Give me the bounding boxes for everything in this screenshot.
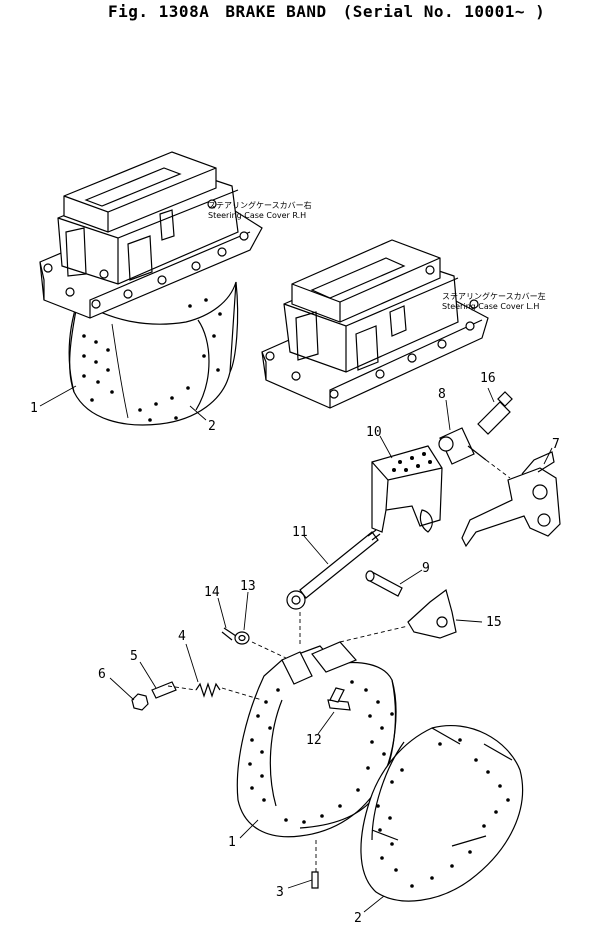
caption-cover-rh-en: Steering Case Cover R.H (208, 211, 306, 220)
callout-15: 15 (486, 615, 502, 630)
part-13-washer (234, 631, 250, 645)
callout-12: 12 (306, 733, 322, 748)
part-14-split-pin (221, 627, 237, 641)
steering-case-cover-lh (261, 239, 489, 409)
callout-2-lower: 2 (354, 911, 362, 925)
part-16-pin (477, 391, 513, 435)
leader-lines (39, 385, 553, 913)
part-5-bolt (151, 681, 177, 699)
part-6-nut (131, 693, 149, 711)
cover-rh-bolts (43, 199, 249, 309)
part-8-nut (438, 427, 487, 465)
figure-name: BRAKE BAND (225, 2, 327, 21)
brake-band-lower-1 (236, 641, 397, 838)
callout-10: 10 (366, 425, 382, 440)
callout-14: 14 (204, 585, 220, 600)
part-9-pin (365, 570, 403, 597)
callout-6: 6 (98, 667, 106, 682)
part-12-pin (327, 687, 351, 711)
callout-4: 4 (178, 629, 186, 644)
part-10-holes (392, 452, 432, 472)
brake-band-lower-2 (360, 724, 524, 902)
callout-1-upper: 1 (30, 401, 38, 416)
part-11-rod (286, 529, 381, 610)
band-upper-holes (82, 298, 222, 422)
serial-range: (Serial No. 10001~ ) (342, 2, 546, 21)
caption-cover-rh-jp: ステアリングケースカバー右 (208, 200, 312, 210)
callout-13: 13 (240, 579, 256, 594)
part-10-bracket (371, 445, 443, 533)
caption-cover-lh-en: Steering Case Cover L.H (442, 302, 539, 311)
callout-2-upper: 2 (208, 419, 216, 434)
figure-title: Fig. 1308A BRAKE BAND (Serial No. 10001~ ) (108, 2, 545, 21)
steering-case-cover-rh (39, 151, 263, 426)
part-15-cam (407, 588, 457, 639)
callout-numbers: 1 2 16 8 10 7 11 9 14 13 15 4 5 6 12 1 3… (30, 371, 560, 925)
callout-16: 16 (480, 371, 496, 386)
callout-1-lower: 1 (228, 835, 236, 850)
figure-number: Fig. 1308A (108, 2, 210, 21)
callout-7: 7 (552, 437, 560, 452)
part-3-bolt (311, 871, 319, 889)
band-lower-1-holes (248, 680, 394, 824)
callout-5: 5 (130, 649, 138, 664)
callout-3: 3 (276, 885, 284, 900)
part-7-lever (461, 451, 561, 548)
caption-cover-lh-jp: ステアリングケースカバー左 (442, 291, 546, 301)
band-lower-2-holes (376, 738, 510, 888)
callout-9: 9 (422, 561, 430, 576)
part-4-spring (195, 682, 221, 698)
callout-8: 8 (438, 387, 446, 402)
cover-lh-bolts (265, 265, 479, 399)
callout-11: 11 (292, 525, 308, 540)
